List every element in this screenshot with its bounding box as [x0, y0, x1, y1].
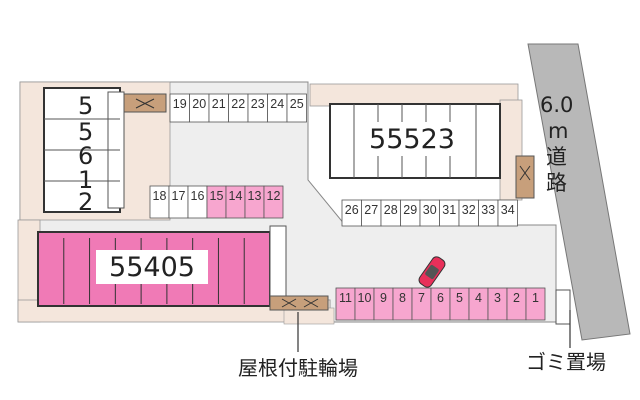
parking-stall-number: 32: [462, 203, 476, 217]
bike-icon: [281, 298, 319, 308]
building-55523-label-bg: [360, 122, 464, 156]
parking-stall-number: 1: [532, 291, 539, 305]
parking-stall-number: 6: [437, 291, 444, 305]
parking-stall-number: 25: [290, 97, 304, 111]
road-name-label-2: 路: [546, 171, 567, 195]
parking-stall-number: 30: [423, 203, 437, 217]
parking-stall-number: 20: [192, 97, 206, 111]
parking-stall-number: 12: [267, 189, 281, 203]
parking-stall: [263, 185, 284, 219]
bike-shelter-north: [123, 93, 167, 113]
parking-stall-number: 34: [501, 203, 515, 217]
bike-shelter-south-roof: [269, 295, 329, 311]
building-55612-label-5b: 5: [78, 118, 93, 146]
parking-stall-number: 2: [513, 291, 520, 305]
parking-stall-number: 19: [173, 97, 187, 111]
parking-stall-number: 31: [442, 203, 456, 217]
parking-stall-number: 5: [456, 291, 463, 305]
parking-stall-number: 10: [358, 291, 372, 305]
car-window: [425, 265, 439, 279]
building-55405: 55405: [37, 225, 287, 307]
bike-shelter-east-roof: [515, 155, 535, 199]
building-55612: 5 5 6 1 2: [43, 87, 125, 216]
parking-stall-number: 18: [153, 189, 167, 203]
garbage-area: [555, 289, 571, 325]
parking-stall-number: 16: [191, 189, 205, 203]
parking-stall: [525, 287, 546, 321]
parking-stall-number: 26: [345, 203, 359, 217]
parking-stall-number: 24: [270, 97, 284, 111]
parking-middle-row: 18 17 16 15 14 13 12: [149, 185, 284, 219]
building-55405-label: 55405: [109, 252, 195, 283]
car-icon: [418, 256, 446, 288]
parking-stall: [497, 199, 518, 227]
parking-stall-number: 27: [364, 203, 378, 217]
building-55612-label-5a: 5: [78, 92, 93, 120]
road: [527, 43, 631, 341]
parking-stall-number: 14: [229, 189, 243, 203]
parking-stall-number: 13: [248, 189, 262, 203]
parking-stall-number: 15: [210, 189, 224, 203]
bike-icon: [519, 165, 531, 181]
parking-stall-number: 9: [380, 291, 387, 305]
garbage-callout: ゴミ置場: [526, 350, 606, 374]
road-name-label-1: 道: [546, 145, 567, 169]
parking-stall-number: 11: [339, 291, 352, 305]
building-55523: 55523: [329, 103, 501, 179]
parking-stall-number: 21: [212, 97, 226, 111]
parking-east-row: 26 27 28 29 30 31 32 33 34: [341, 199, 518, 227]
parking-stall-number: 4: [475, 291, 482, 305]
parking-stall-number: 29: [403, 203, 417, 217]
bike-shelter-south: [269, 295, 329, 311]
parking-stall-number: 33: [481, 203, 495, 217]
bike-shelter-callout: 屋根付駐輪場: [238, 356, 358, 380]
bike-icon: [135, 98, 155, 109]
building-55612-label-6: 6: [78, 142, 93, 170]
road-unit-label: m: [548, 119, 568, 143]
parking-stall-number: 8: [399, 291, 406, 305]
building-55612-label-2: 2: [78, 188, 93, 216]
building-55612-label-1: 1: [78, 166, 93, 194]
parking-stall-number: 28: [384, 203, 398, 217]
parking-stall-number: 23: [251, 97, 265, 111]
parking-stall-number: 7: [418, 291, 425, 305]
landscape-northeast: [309, 83, 519, 107]
building-55405-corridor: [269, 225, 287, 307]
building-55405-label-bg: [96, 250, 208, 284]
parking-stall-number: 3: [494, 291, 501, 305]
building-55523-label: 55523: [369, 124, 455, 155]
parking-stall-number: 22: [231, 97, 245, 111]
parking-stall: [286, 93, 307, 123]
parking-top-row: 19 20 21 22 23 24 25: [169, 93, 307, 123]
road-width-label: 6.0: [540, 93, 573, 117]
bike-shelter-east: [515, 155, 535, 199]
parking-stall-number: 17: [172, 189, 186, 203]
